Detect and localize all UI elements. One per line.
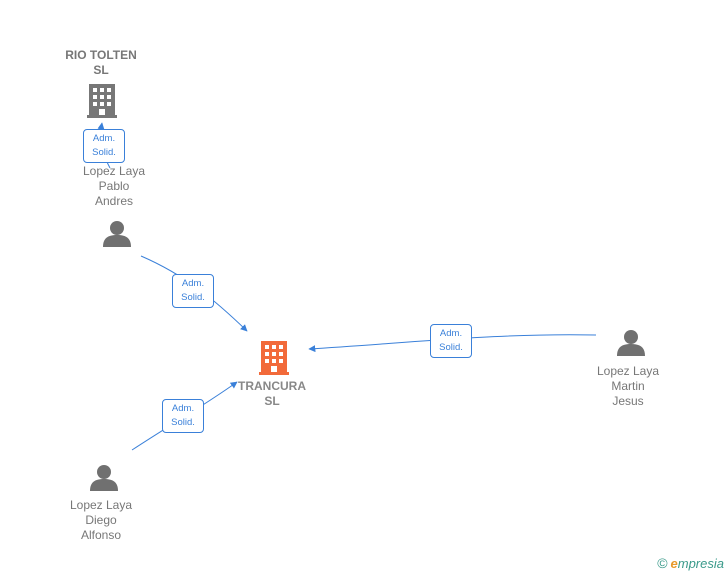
person-name-line: Martin <box>611 379 645 393</box>
building-icon[interactable] <box>87 84 117 118</box>
person-name-line: Jesus <box>612 394 644 408</box>
badge-line: Solid. <box>181 292 205 303</box>
badge-line: Solid. <box>439 342 463 353</box>
badge-line: Solid. <box>92 147 116 158</box>
person-diego-alfonso-label[interactable]: Lopez Laya Diego Alfonso <box>51 498 151 543</box>
company-name-line: RIO TOLTEN <box>65 48 137 62</box>
person-icon[interactable] <box>103 221 131 247</box>
edge-badge-martin-trancura[interactable]: Adm. Solid. <box>430 324 472 358</box>
person-icon[interactable] <box>617 330 645 356</box>
company-rio-tolten-label[interactable]: RIO TOLTEN SL <box>51 48 151 78</box>
copyright-icon: © <box>657 555 668 571</box>
person-name-line: Lopez Laya <box>69 498 133 512</box>
person-name-line: Alfonso <box>80 528 122 542</box>
company-name-line: SL <box>264 394 280 408</box>
edge-badge-pablo-rio-tolten[interactable]: Adm. Solid. <box>83 129 125 163</box>
person-pablo-andres-label[interactable]: Lopez Laya Pablo Andres <box>64 164 164 209</box>
person-icon[interactable] <box>90 465 118 491</box>
company-name-line: SL <box>93 63 109 77</box>
person-name-line: Diego <box>85 513 117 527</box>
company-name-line: TRANCURA <box>238 379 306 393</box>
badge-line: Adm. <box>181 278 205 289</box>
badge-line: Adm. <box>439 328 463 339</box>
brand-initial: e <box>670 556 678 571</box>
badge-line: Adm. <box>171 403 195 414</box>
company-trancura-label[interactable]: TRANCURA SL <box>222 379 322 409</box>
brand-name: mpresia <box>677 556 724 571</box>
edge-badge-pablo-trancura[interactable]: Adm. Solid. <box>172 274 214 308</box>
person-name-line: Pablo <box>98 179 130 193</box>
person-name-line: Lopez Laya <box>82 164 146 178</box>
person-martin-jesus-label[interactable]: Lopez Laya Martin Jesus <box>578 364 678 409</box>
person-name-line: Andres <box>94 194 134 208</box>
building-icon[interactable] <box>259 341 289 375</box>
brand-logo: ©empresia <box>657 555 724 571</box>
person-name-line: Lopez Laya <box>596 364 660 378</box>
badge-line: Solid. <box>171 417 195 428</box>
badge-line: Adm. <box>92 133 116 144</box>
edge-badge-diego-trancura[interactable]: Adm. Solid. <box>162 399 204 433</box>
